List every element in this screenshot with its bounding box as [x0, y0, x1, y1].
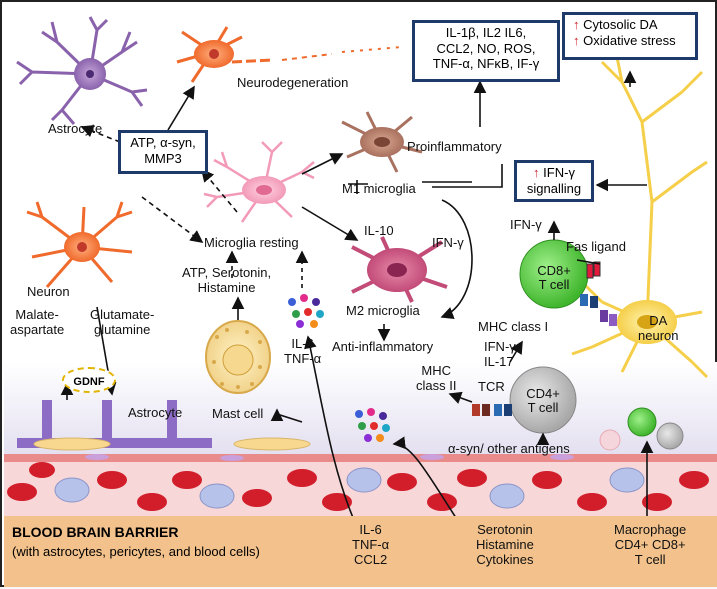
- arrows: [60, 70, 647, 446]
- label-m2-microglia: M2 microglia: [346, 303, 420, 318]
- gdnf-badge: GDNF: [62, 367, 116, 393]
- label-mast-cell: Mast cell: [212, 406, 264, 421]
- label-glutamate-glutamine: Glutamate- glutamine: [90, 307, 155, 337]
- label-da-neuron: DA neuron: [638, 313, 679, 343]
- macrophage-icon: [599, 429, 621, 451]
- increase-arrow-icon: ↑: [573, 17, 580, 32]
- dopamine-stress-box: ↑ Cytosolic DA ↑ Oxidative stress: [562, 12, 698, 60]
- label-mhc-class-ii: MHC class II: [416, 363, 457, 393]
- label-ifn-il17: IFN-γ IL-17: [484, 339, 516, 369]
- receptor-tcr: [472, 404, 512, 416]
- label-neuron: Neuron: [27, 284, 70, 299]
- increase-arrow-icon: ↑: [573, 32, 580, 48]
- ifn-signalling-box: ↑ IFN-γ signalling: [514, 160, 594, 202]
- label-ifn-gamma-mid: IFN-γ: [432, 235, 464, 250]
- red-blood-cells: [7, 462, 709, 511]
- cytokine-particles-1: [288, 294, 324, 328]
- label-tcr: TCR: [478, 379, 505, 394]
- barrier-subtitle: (with astrocytes, pericytes, and blood c…: [12, 544, 260, 559]
- cytosolic-da-line: ↑ Cytosolic DA: [573, 17, 658, 32]
- blood-brain-barrier-band: [4, 516, 717, 587]
- label-atp-serotonin-histamine: ATP, Serotonin, Histamine: [182, 265, 272, 295]
- receptor-fas: [576, 259, 601, 279]
- ifn-signalling-line: ↑ IFN-γ: [533, 165, 575, 180]
- label-antigens: α-syn/ other antigens: [448, 441, 570, 456]
- barrier-cells-col3: Macrophage CD4+ CD8+ T cell: [614, 522, 687, 567]
- label-microglia-resting: Microglia resting: [204, 235, 299, 250]
- migrating-t-cell-2: [656, 422, 684, 450]
- label-proinflammatory: Proinflammatory: [407, 139, 502, 154]
- label-malate-aspartate: Malate- aspartate: [10, 307, 65, 337]
- oxidative-stress-line: ↑ Oxidative stress: [573, 32, 676, 48]
- cytokine-particles-2: [355, 408, 390, 442]
- barrier-title: BLOOD BRAIN BARRIER: [12, 524, 179, 540]
- barrier-cytokines-col1: IL-6 TNF-α CCL2: [352, 522, 390, 567]
- pericyte: [33, 437, 111, 451]
- label-mhc-class-i: MHC class I: [478, 319, 549, 334]
- label-astrocyte-top: Astrocyte: [48, 121, 103, 136]
- label-il6-tnfa: IL-6 TNF-α: [284, 336, 322, 366]
- label-cd8-cell: CD8+ T cell: [537, 263, 571, 293]
- label-neurodegeneration: Neurodegeneration: [237, 75, 349, 90]
- label-il10: IL-10: [364, 223, 394, 238]
- migrating-t-cell: [627, 407, 657, 437]
- label-ifn-gamma-cd8: IFN-γ: [510, 217, 542, 232]
- label-astrocyte-bottom: Astrocyte: [128, 405, 183, 420]
- astrocyte-endfeet: [17, 400, 212, 448]
- pericyte: [233, 437, 311, 451]
- atp-box: ATP, α-syn, MMP3: [118, 130, 208, 174]
- white-blood-cells: [54, 467, 645, 509]
- label-m1-microglia: M1 microglia: [342, 181, 416, 196]
- barrier-cytokines-col2: Serotonin Histamine Cytokines: [476, 522, 534, 567]
- cytokine-box: IL-1β, IL2 IL6, CCL2, NO, ROS, TNF-α, NF…: [412, 20, 560, 82]
- endothelial-nuclei: [85, 454, 574, 461]
- label-fas-ligand: Fas ligand: [566, 239, 626, 254]
- label-cd4-cell: CD4+ T cell: [526, 386, 560, 416]
- cytokine-box-text: IL-1β, IL2 IL6, CCL2, NO, ROS, TNF-α, NF…: [432, 25, 540, 72]
- resting-microglia-cell: [203, 141, 315, 223]
- label-anti-inflammatory: Anti-inflammatory: [332, 339, 434, 354]
- increase-arrow-icon: ↑: [533, 165, 540, 180]
- receptor-mhc-i: [580, 294, 617, 326]
